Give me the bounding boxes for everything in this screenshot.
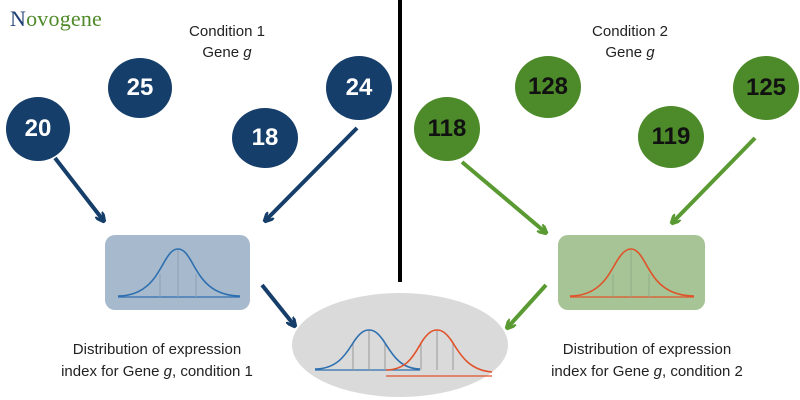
comparison-curve-condition-1 xyxy=(314,329,421,371)
value-bubble-125: 125 xyxy=(733,56,799,120)
arrow-box-2-to-ellipse xyxy=(508,283,548,327)
condition-2-gene: Gene g xyxy=(605,44,655,61)
condition-1-gene: Gene g xyxy=(202,44,252,61)
condition-1-title: Condition 1 xyxy=(189,23,265,40)
value-bubble-20: 20 xyxy=(6,97,70,161)
distribution-curve-condition-2 xyxy=(569,248,695,298)
condition-1-heading: Condition 1 Gene g xyxy=(147,21,307,63)
value-bubble-24: 24 xyxy=(326,56,392,120)
arrow-box-1-to-ellipse xyxy=(260,283,294,325)
distribution-curve-condition-1 xyxy=(117,248,241,298)
value-bubble-128: 128 xyxy=(515,56,581,118)
comparison-curve-condition-2 xyxy=(385,329,493,377)
value-bubble-18: 18 xyxy=(232,108,298,168)
condition-2-heading: Condition 2 Gene g xyxy=(550,21,710,63)
arrow-118-to-box-2 xyxy=(460,160,545,232)
novogene-logo: Novogene xyxy=(10,6,103,31)
comparison-ellipse xyxy=(292,293,508,397)
arrow-20-to-box-1 xyxy=(53,156,103,220)
value-bubble-25: 25 xyxy=(108,58,172,118)
value-bubble-119: 119 xyxy=(638,106,704,168)
caption-condition-1: Distribution of expression index for Gen… xyxy=(61,341,253,380)
condition-2-title: Condition 2 xyxy=(592,23,668,40)
arrow-24-to-box-1 xyxy=(266,126,359,220)
value-bubble-118: 118 xyxy=(414,97,480,161)
arrow-125-to-box-2 xyxy=(673,136,757,222)
caption-condition-2: Distribution of expression index for Gen… xyxy=(551,341,743,380)
